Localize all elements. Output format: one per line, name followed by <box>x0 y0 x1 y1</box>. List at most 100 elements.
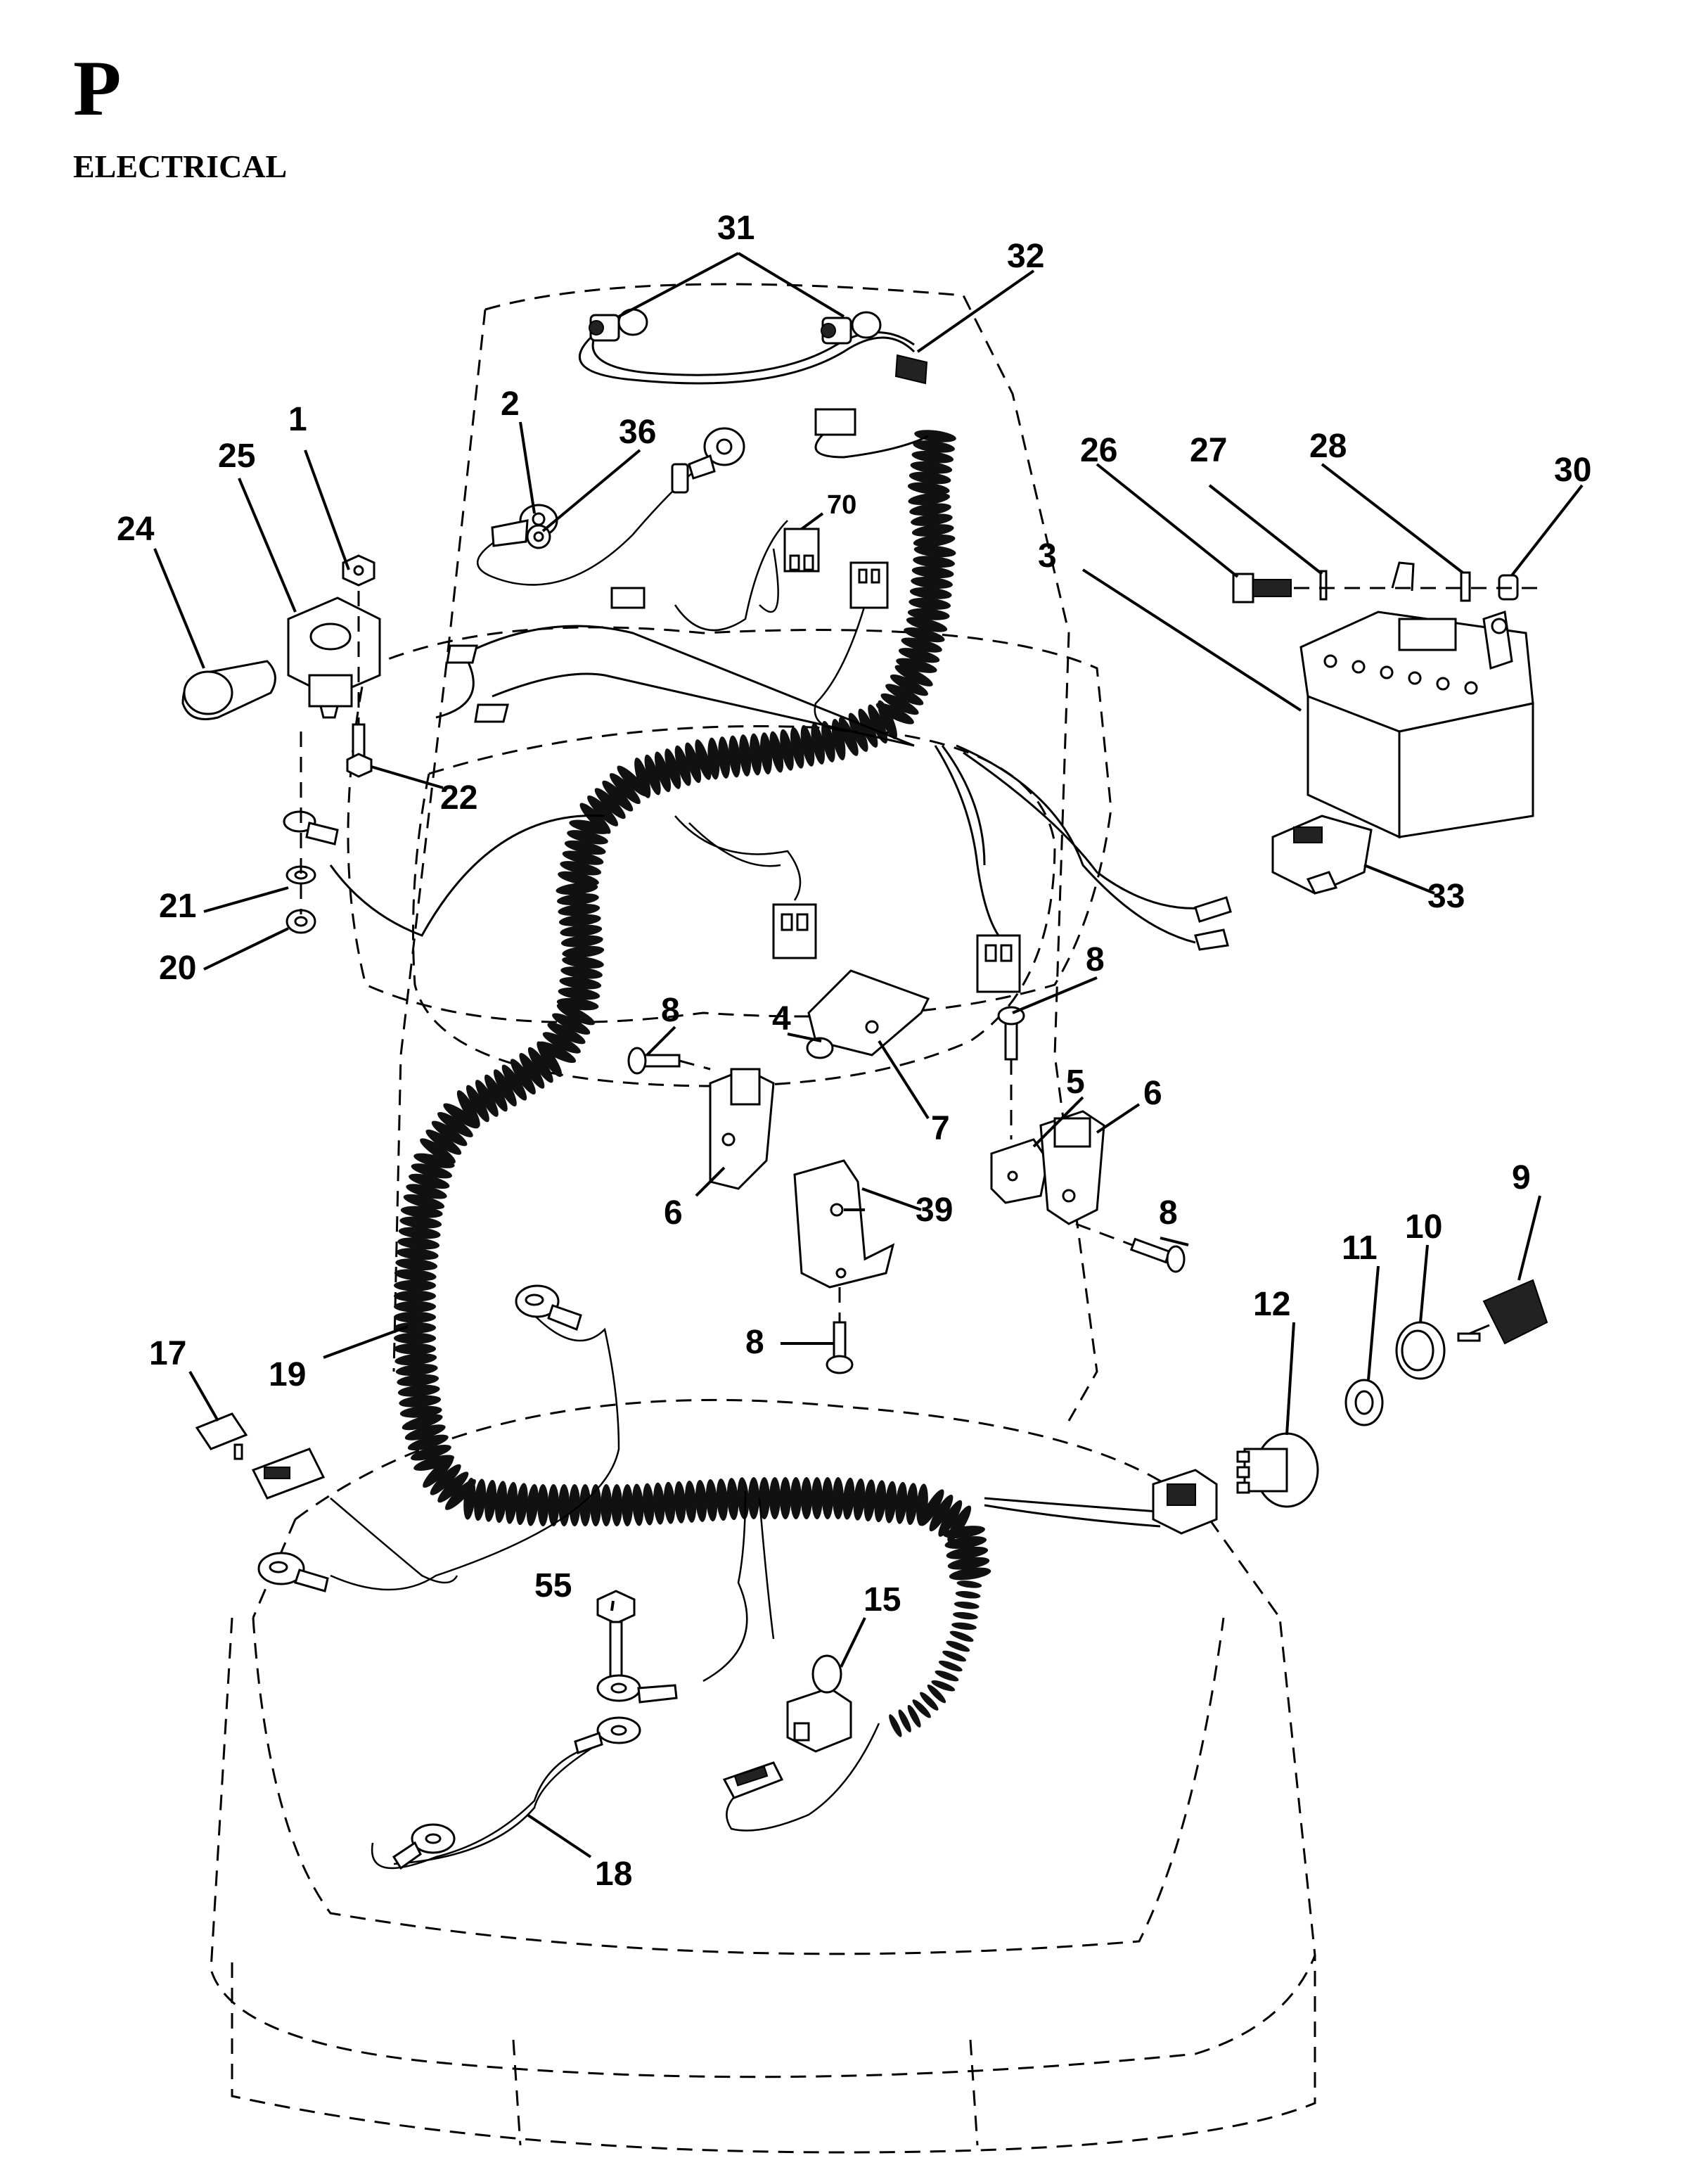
coil-loop <box>547 1022 586 1045</box>
section-letter: P <box>73 45 122 132</box>
callout-32: 32 <box>1007 238 1044 275</box>
coil-loop <box>663 1481 676 1524</box>
coil-loop <box>894 665 933 687</box>
coil-loop <box>685 742 702 784</box>
coil-loop <box>864 1479 876 1522</box>
ground-lug-left <box>392 1823 456 1870</box>
callout-19: 19 <box>269 1356 306 1393</box>
lead-plug-a <box>671 463 689 494</box>
coil-loop <box>397 1374 439 1386</box>
coil-loop <box>527 1047 553 1083</box>
battery-lockwasher-28 <box>1460 571 1471 602</box>
ignition-switch <box>1236 1432 1319 1508</box>
coil-loop <box>906 617 948 632</box>
coil-loop <box>949 1567 991 1580</box>
section-title: ELECTRICAL <box>73 148 288 184</box>
coil-loop <box>594 788 626 819</box>
callout-7: 7 <box>931 1110 950 1147</box>
lead-plug-b <box>610 587 646 609</box>
coil-loop <box>779 1477 791 1519</box>
coil-loop <box>920 1489 944 1526</box>
callout-8-bottom: 8 <box>745 1324 764 1361</box>
headlight-harness-connector <box>894 354 928 385</box>
coil-loop <box>400 1206 443 1218</box>
ignition-cap <box>1395 1321 1446 1380</box>
screw-8-bottom <box>826 1321 854 1374</box>
coil-loop <box>413 1153 455 1168</box>
coil-loop <box>537 1041 577 1064</box>
ignition-connector <box>1152 1469 1218 1535</box>
callout-12: 12 <box>1253 1286 1290 1323</box>
coil-loop <box>443 1103 480 1129</box>
coil-loop <box>398 1227 441 1239</box>
coil-loop <box>587 795 619 826</box>
coil-loop <box>946 1546 989 1559</box>
coil-loop <box>413 1455 455 1471</box>
bolt-22 <box>346 723 373 778</box>
coil-loop <box>800 1477 812 1519</box>
callout-6-left: 6 <box>664 1194 683 1232</box>
coil-loop <box>911 524 954 537</box>
callout-30: 30 <box>1554 452 1591 489</box>
ignition-nut <box>1344 1379 1384 1426</box>
screw-axis-right <box>1075 1222 1133 1246</box>
coil-loop <box>501 1064 527 1101</box>
spade-terminal-right-b <box>1194 928 1229 951</box>
coil-loop <box>484 1074 508 1112</box>
coil-loop <box>947 1557 990 1570</box>
coil-loop <box>800 724 815 767</box>
coil-loop <box>908 492 950 506</box>
callout-70: 70 <box>827 490 856 520</box>
spade-terminal-right-a <box>1194 896 1232 923</box>
coil-loop <box>758 1477 770 1519</box>
seat-switch <box>786 1654 852 1753</box>
callout-31: 31 <box>717 210 755 247</box>
coil-loop <box>552 1013 591 1035</box>
callout-33: 33 <box>1427 878 1465 915</box>
coil-loop <box>889 1714 902 1737</box>
coil-loop <box>909 503 951 516</box>
coil-loop <box>665 748 681 789</box>
coil-loop <box>695 1479 707 1522</box>
coil-loop <box>911 566 954 579</box>
connector-mid-right <box>976 934 1021 993</box>
coil-loop <box>420 1138 456 1164</box>
connector-mid-left <box>772 903 817 959</box>
coil-loop <box>437 1111 473 1137</box>
coil-loop <box>920 1692 939 1711</box>
callout-21: 21 <box>159 888 196 925</box>
wire-leads <box>329 330 1210 1870</box>
coil-loop <box>409 1173 450 1189</box>
coil-loop <box>842 1477 855 1520</box>
coil-loop <box>684 1480 697 1523</box>
coil-loop <box>913 556 955 568</box>
coil-loop <box>739 734 752 777</box>
coil-loop <box>560 966 603 979</box>
coil-loop <box>780 729 794 771</box>
coil-loop <box>484 1479 497 1522</box>
coil-loop <box>463 1477 476 1520</box>
battery <box>1299 611 1534 839</box>
coil-loop <box>394 1311 436 1323</box>
spade-terminal-b <box>474 703 509 723</box>
switch-6-right <box>1039 1110 1105 1225</box>
screw-8-top <box>997 1006 1025 1061</box>
coil-loop <box>602 780 634 812</box>
coil-loop <box>430 1464 461 1495</box>
coil-loop <box>911 451 954 464</box>
coil-loop <box>411 1163 452 1179</box>
coil-loop <box>726 1478 739 1521</box>
coil-loop <box>929 1495 954 1532</box>
coil-loop <box>737 1477 750 1520</box>
battery-terminal-post <box>1391 561 1415 592</box>
coil-loop <box>898 1709 911 1732</box>
coil-loop <box>907 608 950 620</box>
seat-switch-plug <box>722 1761 784 1799</box>
coil-loop <box>718 736 731 779</box>
callout-28: 28 <box>1309 428 1347 465</box>
fuse <box>195 1412 248 1460</box>
coil-loop <box>394 1269 437 1282</box>
coil-loop <box>769 731 784 773</box>
coil-loop <box>838 717 859 756</box>
coil-loop <box>910 461 953 474</box>
